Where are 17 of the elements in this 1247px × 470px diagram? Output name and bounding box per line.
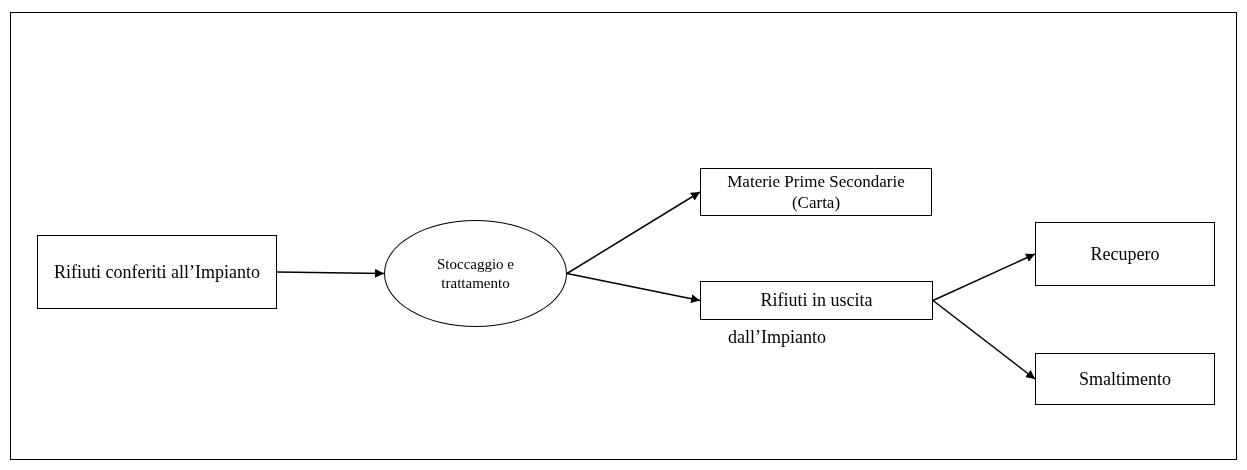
arrow xyxy=(932,253,1036,302)
node-label: Stoccaggio e trattamento xyxy=(435,254,516,293)
node-label: Smaltimento xyxy=(1079,367,1171,391)
node-label: Rifiuti in uscita xyxy=(760,289,873,312)
arrow xyxy=(276,268,385,278)
arrow xyxy=(932,299,1036,380)
process-box xyxy=(1035,353,1215,405)
arrow xyxy=(566,272,701,304)
node-label: Rifiuti conferiti all’Impianto xyxy=(54,260,260,284)
process-box xyxy=(37,235,277,309)
process-box xyxy=(700,168,932,216)
process-box xyxy=(700,281,933,320)
node-label: Recupero xyxy=(1090,242,1160,266)
node-label: Materie Prime Secondarie (Carta) xyxy=(726,170,906,214)
node-caption: dall’Impianto xyxy=(728,326,826,349)
arrow xyxy=(566,191,701,275)
process-box xyxy=(1035,222,1215,286)
